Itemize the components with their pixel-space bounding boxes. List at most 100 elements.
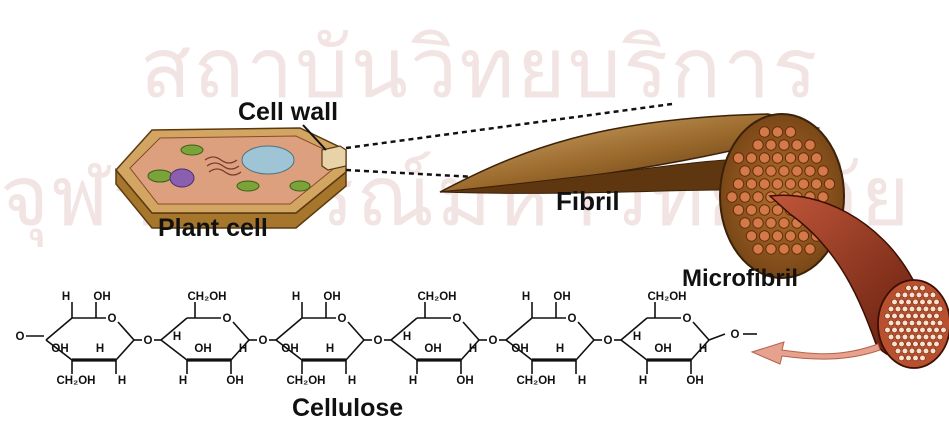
microfibril-dot [811, 153, 821, 163]
cellulose-chain-dot [923, 334, 929, 340]
cellulose-chain-dot [885, 327, 891, 333]
chemical-label: OH [553, 291, 570, 303]
bond-line [693, 322, 709, 340]
cellulose-chain-dot [920, 313, 926, 319]
bond-line [506, 318, 532, 340]
microfibril-dot [772, 179, 782, 189]
microfibril-dot [759, 153, 769, 163]
cellulose-chain-dot [920, 299, 926, 305]
microfibril-dot [759, 179, 769, 189]
cellulose-chain-dot [909, 306, 915, 312]
cellulose-chain-dot [930, 348, 936, 354]
microfibril-dot [746, 231, 756, 241]
cellulose-chain-dot [888, 334, 894, 340]
cellulose-chain-dot [906, 299, 912, 305]
chemical-label: OH [194, 343, 211, 355]
chemical-label: H [639, 375, 647, 387]
fibril-label: Fibril [556, 186, 620, 217]
chemical-label: H [348, 375, 356, 387]
chemical-label: H [522, 291, 530, 303]
chemical-label: OH [93, 291, 110, 303]
chemical-label: O [453, 313, 462, 325]
cellulose-chain-dot [930, 292, 936, 298]
cellulose-chain-dot [906, 327, 912, 333]
cellulose-chain-dot [902, 306, 908, 312]
cellulose-chain-dot [895, 320, 901, 326]
chemical-label: O [338, 313, 347, 325]
bond-line [346, 340, 364, 360]
cellulose-chain-dot [937, 334, 943, 340]
microfibril-dot [785, 231, 795, 241]
cellulose-chain-dot [923, 306, 929, 312]
microfibril-dot [824, 179, 834, 189]
chemical-label: O [568, 313, 577, 325]
chemical-label: OH [226, 375, 243, 387]
cellulose-chain-dot [909, 348, 915, 354]
chemical-label: CH₂OH [188, 291, 227, 303]
cellulose-chain-dot [920, 341, 926, 347]
chemical-label: H [62, 291, 70, 303]
cellulose-chain-dot [934, 341, 940, 347]
chemical-label: CH₂OH [648, 291, 687, 303]
chemical-label: OH [323, 291, 340, 303]
chemical-label: CH₂OH [287, 375, 326, 387]
cellulose-chain-dot [920, 285, 926, 291]
cellulose-chain-dot [916, 306, 922, 312]
cellulose-chain-dot [934, 327, 940, 333]
microfibril-dot [785, 127, 795, 137]
microfibril-dot [733, 179, 743, 189]
cellulose-chain-dot [899, 313, 905, 319]
chemical-label: O [604, 335, 613, 347]
microfibril-dot [753, 166, 763, 176]
cellulose-chain-dot [892, 313, 898, 319]
chemical-label: H [699, 343, 707, 355]
microfibril-dot [766, 244, 776, 254]
cellulose-chain-dot [902, 292, 908, 298]
cellulose-chain-dot [930, 306, 936, 312]
chemical-label: H [292, 291, 300, 303]
microfibril-dot [740, 218, 750, 228]
cellulose-chain-dot [927, 341, 933, 347]
chloroplast [290, 181, 310, 191]
microfibril-dot [746, 179, 756, 189]
microfibril-dot [753, 140, 763, 150]
microfibril-dot [746, 205, 756, 215]
chemical-label: H [326, 343, 334, 355]
chemical-label: H [118, 375, 126, 387]
chemical-label: O [259, 335, 268, 347]
microfibril-dot [785, 179, 795, 189]
cellulose-chain-dot [895, 292, 901, 298]
cellulose-chain-dot [902, 334, 908, 340]
cellulose-chain-dot [902, 348, 908, 354]
chemical-label: H [96, 343, 104, 355]
nucleus [170, 169, 194, 187]
cellulose-chain-dot [916, 348, 922, 354]
microfibril-dot [779, 166, 789, 176]
microfibril-dot [727, 192, 737, 202]
cellulose-chain-dot [927, 313, 933, 319]
cellulose-chain-dot [913, 355, 919, 361]
chemical-label: O [108, 313, 117, 325]
chemical-label: O [374, 335, 383, 347]
bond-line [578, 322, 594, 340]
bond-line [348, 322, 364, 340]
microfibril-dot [792, 140, 802, 150]
chemical-label: H [403, 331, 411, 343]
vacuole [242, 146, 294, 174]
cellulose-chain-dot [906, 285, 912, 291]
microfibril-dot [805, 244, 815, 254]
chemical-label: OH [654, 343, 671, 355]
microfibril-dot [772, 153, 782, 163]
cellulose-chain-dot [923, 292, 929, 298]
cellulose-chain-dot [899, 355, 905, 361]
bond-line [391, 340, 417, 360]
chemical-label: O [16, 331, 25, 343]
bond-line [709, 334, 725, 340]
bond-line [621, 340, 647, 360]
microfibril-dot [753, 244, 763, 254]
microfibril-dot [766, 166, 776, 176]
cellulose-chain-dot [892, 327, 898, 333]
microfibril-dot [766, 140, 776, 150]
microfibril-dot [772, 231, 782, 241]
